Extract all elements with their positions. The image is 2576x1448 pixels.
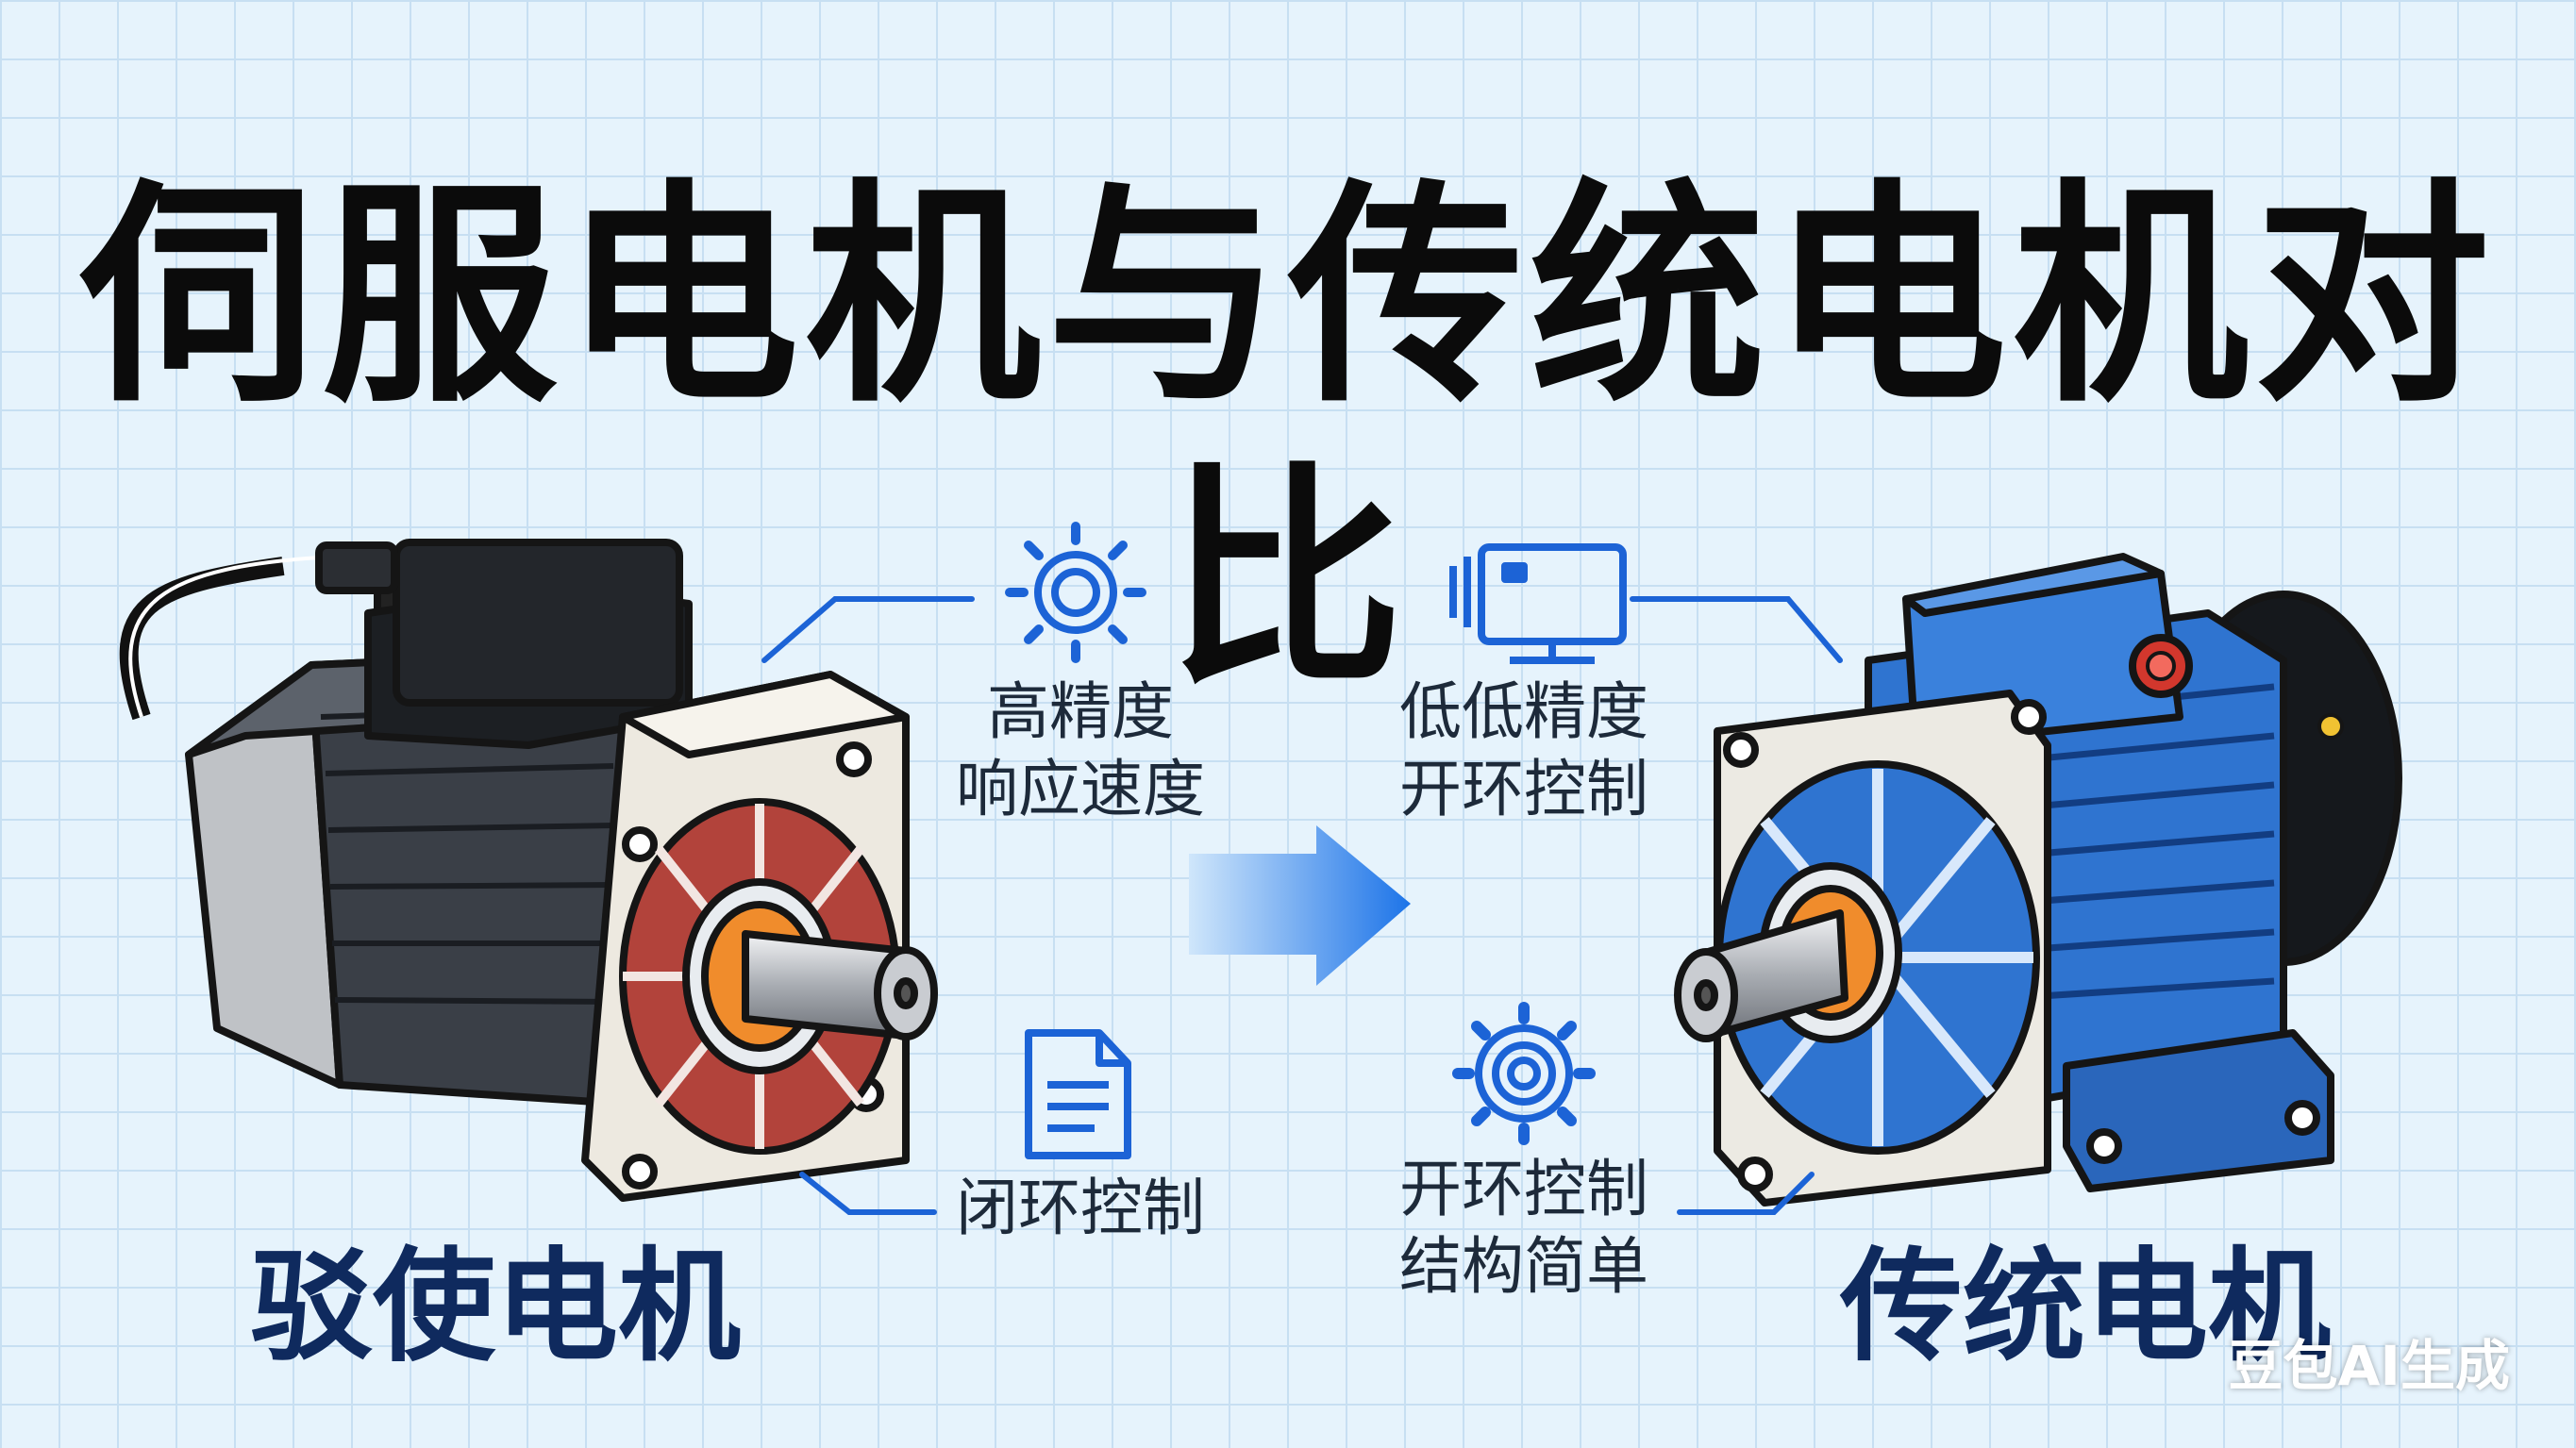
feature-line: 结构简单 <box>1399 1230 1648 1303</box>
connector-lines <box>761 596 1843 1215</box>
feature-text-servo-precision: 高精度 响应速度 <box>920 674 1241 828</box>
feature-line: 开环控制 <box>1399 753 1648 825</box>
feature-text-servo-closed-loop: 闭环控制 <box>920 1170 1241 1247</box>
watermark-text: 豆包AI生成 <box>2228 1334 2510 1398</box>
monitor-icon <box>1449 543 1627 664</box>
gear-icon <box>1005 522 1146 663</box>
feature-line: 高精度 <box>987 675 1174 748</box>
servo-motor-label: 驳使电机 <box>250 1235 742 1378</box>
gear-icon <box>1452 1002 1596 1145</box>
traditional-motor-label: 传统电机 <box>1840 1235 2332 1378</box>
feature-text-traditional-precision: 低低精度 开环控制 <box>1363 674 1684 828</box>
page-title: 伺服电机与传统电机对比 <box>80 159 2496 717</box>
feature-line: 闭环控制 <box>956 1172 1205 1244</box>
feature-line: 响应速度 <box>956 753 1205 825</box>
feature-line: 低低精度 <box>1399 675 1648 748</box>
comparison-arrow-icon <box>1189 825 1411 986</box>
servo-motor-illustration <box>119 539 938 1202</box>
feature-line: 开环控制 <box>1399 1153 1648 1225</box>
feature-text-traditional-structure: 开环控制 结构简单 <box>1363 1151 1684 1306</box>
document-icon <box>1025 1029 1131 1159</box>
traditional-motor-illustration <box>1674 553 2402 1207</box>
